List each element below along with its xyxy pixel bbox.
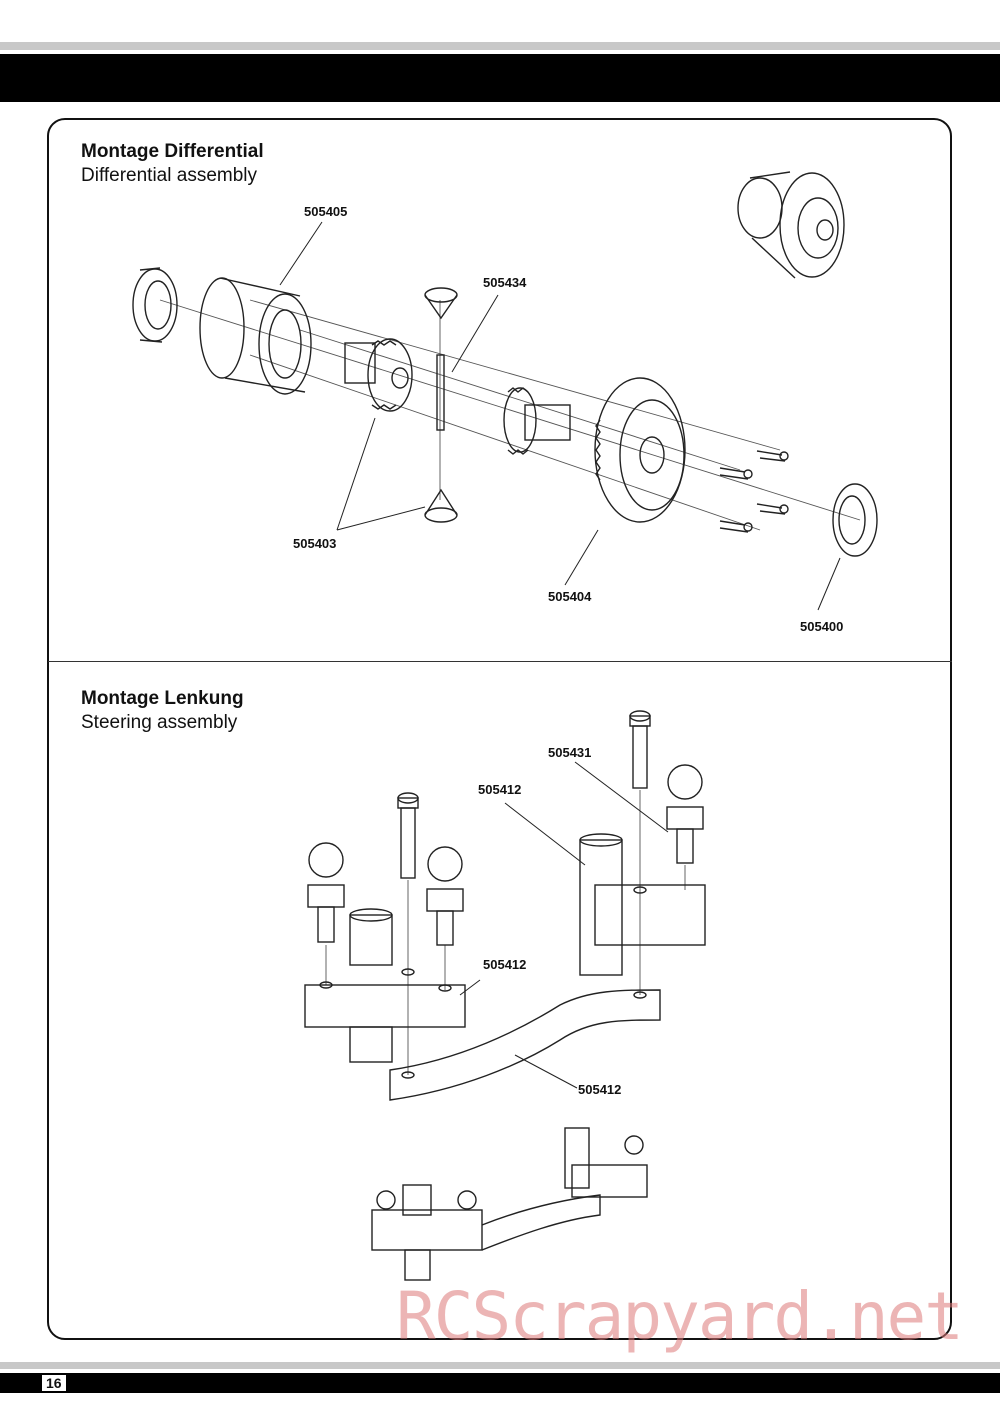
steering-title-en: Steering assembly [81, 712, 238, 733]
bearing-right [832, 483, 878, 557]
part-label-505412-bellcrank: 505412 [483, 957, 527, 972]
differential-title-en: Differential assembly [81, 165, 258, 186]
part-label-505403: 505403 [293, 536, 337, 551]
differential-title-de: Montage Differential [81, 141, 264, 162]
assembled-steering-thumbnail [371, 1127, 648, 1281]
part-label-505412-post: 505412 [478, 782, 522, 797]
bellcrank-left [304, 908, 466, 1063]
diff-case [199, 277, 312, 395]
part-label-505434: 505434 [483, 275, 527, 290]
bevel-gear-right [503, 387, 571, 455]
ball-stud-3 [666, 764, 704, 864]
bellcrank-right [579, 833, 706, 976]
assembled-diff-thumbnail [737, 171, 845, 279]
section-divider [48, 661, 952, 662]
footer-band [0, 1373, 1000, 1393]
cross-pin [436, 354, 445, 431]
part-label-505431: 505431 [548, 745, 592, 760]
screws [719, 450, 789, 533]
pinion-bottom [424, 488, 458, 523]
steering-exploded-view [304, 710, 706, 1281]
differential-exploded-view [132, 171, 878, 611]
part-label-505404: 505404 [548, 589, 592, 604]
bevel-gear-left [344, 338, 413, 412]
part-label-505412-link: 505412 [578, 1082, 622, 1097]
drag-link [389, 989, 661, 1101]
page-number: 16 [42, 1375, 66, 1391]
ball-stud-2 [426, 846, 464, 946]
content-frame [47, 118, 952, 1340]
pinion-top [424, 287, 458, 320]
header-rule [0, 42, 1000, 50]
watermark: RCScrapyard.net [396, 1278, 964, 1355]
ball-stud-1 [307, 842, 345, 943]
ring-gear [594, 377, 686, 523]
steering-title-de: Montage Lenkung [81, 688, 244, 709]
screw-right [629, 710, 651, 789]
screw-left [397, 792, 419, 879]
part-label-505400: 505400 [800, 619, 844, 634]
header-band [0, 54, 1000, 102]
part-label-505405: 505405 [304, 204, 348, 219]
footer-rule [0, 1362, 1000, 1369]
bearing-left [132, 267, 178, 343]
